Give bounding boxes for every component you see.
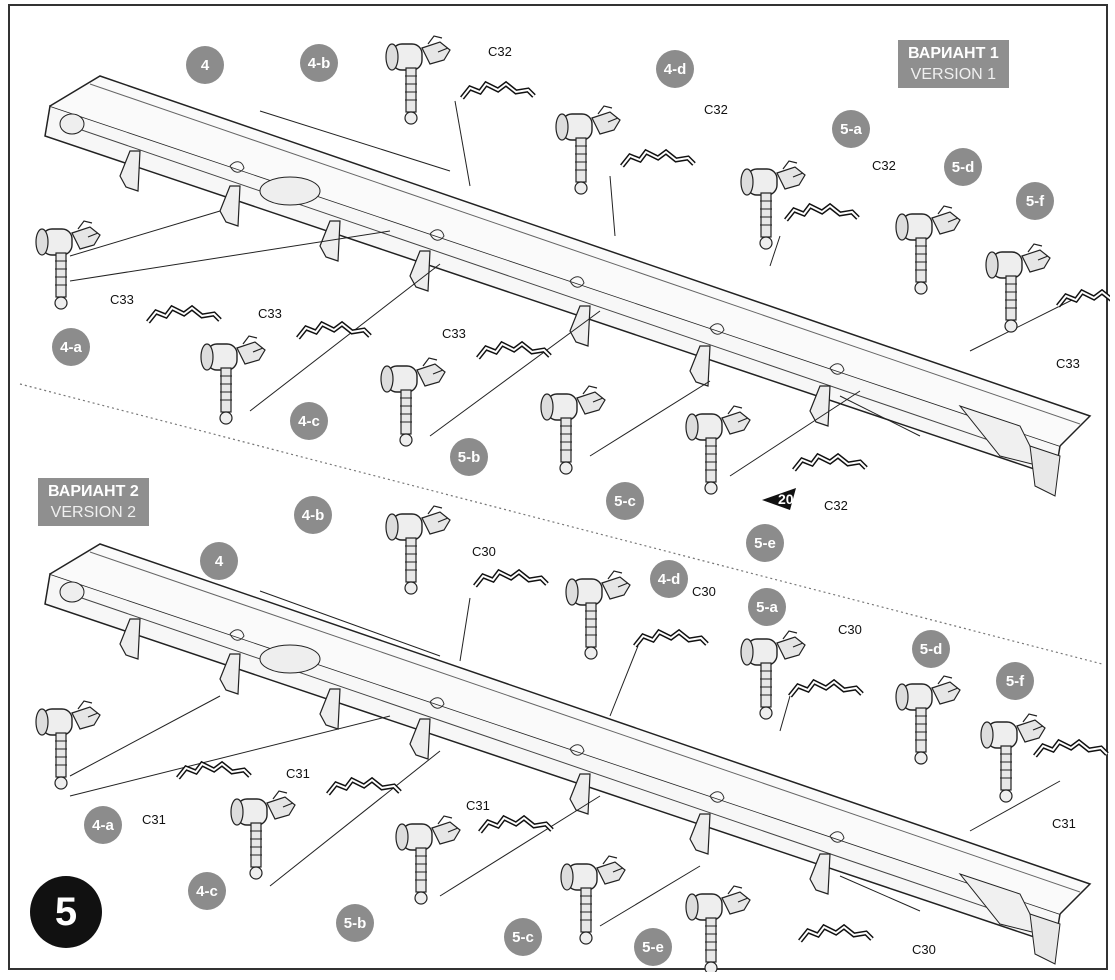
v1-part-4d: 4-d — [656, 50, 694, 88]
version-1-title-ru: ВАРИАНТ 1 — [908, 45, 999, 62]
v1-clip-label: C33 — [258, 306, 282, 321]
v2-part-5a: 5-a — [748, 588, 786, 626]
reference-arrow-icon — [762, 488, 796, 510]
v1-frame-assembly — [35, 35, 1110, 510]
version-1-title-en: VERSION 1 — [910, 66, 997, 83]
v1-clip-label: C33 — [110, 292, 134, 307]
v2-part-5b: 5-b — [336, 904, 374, 942]
v1-clip-label: C32 — [872, 158, 896, 173]
version-2-box: ВАРИАНТ 2 VERSION 2 — [38, 478, 149, 526]
version-2-title-en: VERSION 2 — [50, 504, 137, 521]
version-separator — [19, 383, 1103, 665]
v1-part-5a: 5-a — [832, 110, 870, 148]
v2-part-5d: 5-d — [912, 630, 950, 668]
v2-clip-label: C31 — [142, 812, 166, 827]
v2-clip-label: C31 — [466, 798, 490, 813]
v1-part-5f: 5-f — [1016, 182, 1054, 220]
version-2-title-ru: ВАРИАНТ 2 — [48, 483, 139, 500]
v2-clip-label: C31 — [1052, 816, 1076, 831]
v1-clip-label: C32 — [488, 44, 512, 59]
v2-part-4c: 4-c — [188, 872, 226, 910]
v2-part-4b: 4-b — [294, 496, 332, 534]
v1-clip-label: C33 — [1056, 356, 1080, 371]
v1-clip-label: C33 — [442, 326, 466, 341]
v2-part-5c: 5-c — [504, 918, 542, 956]
step-number: 5 — [30, 876, 102, 948]
v1-part-5b: 5-b — [450, 438, 488, 476]
v1-part-5c: 5-c — [606, 482, 644, 520]
assembly-line-art — [19, 35, 1110, 972]
v2-part-5e: 5-e — [634, 928, 672, 966]
v2-clip-label: C31 — [286, 766, 310, 781]
v2-part-4: 4 — [200, 542, 238, 580]
v1-part-4a: 4-a — [52, 328, 90, 366]
v1-clip-label: C32 — [704, 102, 728, 117]
version-1-box: ВАРИАНТ 1 VERSION 1 — [898, 40, 1009, 88]
v1-part-4c: 4-c — [290, 402, 328, 440]
v2-clip-label: C30 — [472, 544, 496, 559]
instruction-panel: ВАРИАНТ 1 VERSION 1 ВАРИАНТ 2 VERSION 2 … — [8, 4, 1110, 972]
v1-part-4: 4 — [186, 46, 224, 84]
reference-page-label: 20 — [778, 491, 794, 507]
v1-part-5d: 5-d — [944, 148, 982, 186]
v2-clip-label: C30 — [692, 584, 716, 599]
v1-part-5e: 5-e — [746, 524, 784, 562]
v2-clip-label: C30 — [912, 942, 936, 957]
v2-clip-label: C30 — [838, 622, 862, 637]
v2-part-5f: 5-f — [996, 662, 1034, 700]
v2-frame-assembly — [35, 505, 1107, 972]
v1-clip-label: C32 — [824, 498, 848, 513]
v2-part-4d: 4-d — [650, 560, 688, 598]
v1-part-4b: 4-b — [300, 44, 338, 82]
v2-part-4a: 4-a — [84, 806, 122, 844]
